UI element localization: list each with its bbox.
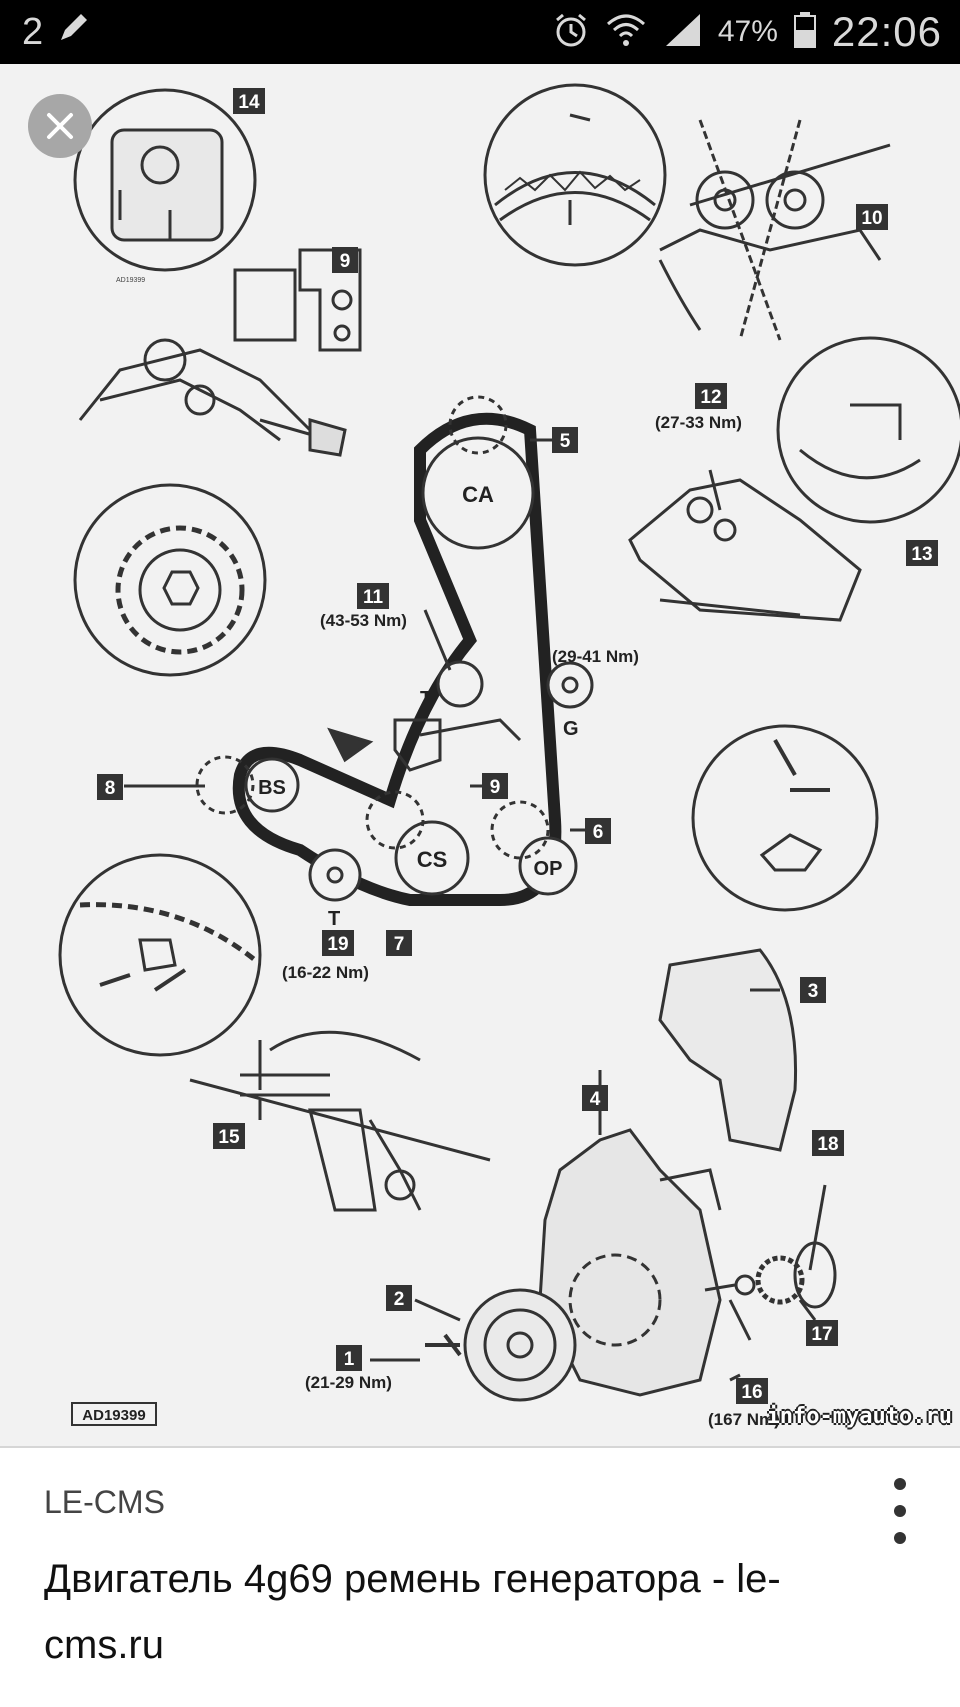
- svg-text:12: 12: [700, 387, 721, 408]
- notification-count: 2: [22, 10, 44, 53]
- sprocket-17: [755, 1255, 805, 1305]
- svg-text:13: 13: [911, 544, 932, 565]
- svg-text:10: 10: [861, 208, 882, 229]
- svg-text:5: 5: [560, 431, 571, 452]
- watermark: info-myauto.ru: [766, 1404, 952, 1429]
- tensioner-pulley-19: [308, 848, 362, 902]
- detail-circle-8: [73, 483, 267, 677]
- image-viewer[interactable]: CA BS CS OP T G T 1 2 3 4 5 6 7 8 9 9 10…: [0, 64, 960, 1446]
- torque-guide: (29-41 Nm): [552, 647, 639, 666]
- callout-13: 13: [906, 540, 938, 566]
- status-bar: 2 47% 22:06: [0, 0, 960, 64]
- divider: [0, 1446, 960, 1448]
- more-options-icon: [894, 1478, 906, 1490]
- detail-circle-19: [58, 853, 262, 1057]
- callout-10: 10: [856, 204, 888, 230]
- callout-4: 4: [582, 1085, 608, 1111]
- guide-pulley: [546, 661, 594, 709]
- svg-text:9: 9: [340, 251, 351, 272]
- svg-text:4: 4: [590, 1089, 601, 1110]
- torque-11: (43-53 Nm): [320, 611, 407, 630]
- tensioner-2-label: T: [328, 908, 340, 930]
- callout-17: 17: [806, 1320, 838, 1346]
- close-icon: [47, 113, 73, 139]
- more-options-button[interactable]: [880, 1478, 920, 1544]
- battery-percent: 47%: [717, 15, 778, 48]
- battery-icon: [793, 11, 816, 53]
- callout-18: 18: [812, 1130, 844, 1156]
- svg-text:2: 2: [394, 1289, 405, 1310]
- callout-8: 8: [97, 774, 123, 800]
- detail-circle-6: [691, 724, 879, 912]
- svg-text:17: 17: [811, 1324, 832, 1345]
- crankshaft-label: CS: [417, 847, 448, 872]
- svg-text:14: 14: [238, 92, 260, 113]
- detail-circle-14: [73, 88, 257, 272]
- svg-text:16: 16: [741, 1382, 762, 1403]
- rotation-arrow: [327, 727, 374, 763]
- callout-11: 11: [357, 583, 389, 609]
- detail-circle-5: [483, 83, 667, 267]
- pencil-icon: [57, 10, 91, 54]
- oil-pump-sprocket: [518, 836, 578, 896]
- callout-14: 14: [233, 88, 265, 114]
- reference-code: AD19399: [71, 1402, 157, 1426]
- callout-15: 15: [213, 1123, 245, 1149]
- callout-5: 5: [552, 427, 578, 453]
- callout-16: 16: [736, 1378, 768, 1404]
- timing-cover-3: [658, 948, 798, 1152]
- camshaft-label: CA: [462, 482, 494, 507]
- svg-text:19: 19: [327, 934, 348, 955]
- image-caption: LE-CMS Двигатель 4g69 ремень генератора …: [0, 1448, 960, 1707]
- callout-12: 12: [695, 383, 727, 409]
- tensioner-label: T: [420, 688, 432, 710]
- detail-circle-13: [776, 336, 960, 524]
- svg-text:9: 9: [490, 777, 501, 798]
- source-name[interactable]: LE-CMS: [44, 1484, 165, 1520]
- torque-1: (21-29 Nm): [305, 1373, 392, 1392]
- callout-19: 19: [322, 930, 354, 956]
- callout-7: 7: [386, 930, 412, 956]
- bolt-1: [425, 1333, 462, 1357]
- svg-text:18: 18: [817, 1134, 838, 1155]
- guide-label: G: [563, 718, 579, 740]
- signal-icon: [662, 12, 702, 53]
- clock: 22:06: [831, 8, 942, 55]
- wifi-icon: [606, 12, 646, 53]
- svg-text:AD19399: AD19399: [82, 1407, 145, 1424]
- callout-1: 1: [336, 1345, 362, 1371]
- svg-text:1: 1: [344, 1349, 355, 1370]
- timing-belt: [232, 412, 562, 906]
- back-plate-4: [538, 1128, 722, 1397]
- svg-text:3: 3: [808, 981, 819, 1002]
- balance-shaft-sprocket: [244, 757, 300, 813]
- close-button[interactable]: [28, 94, 92, 158]
- svg-text:6: 6: [593, 822, 604, 843]
- oil-pump-label: OP: [534, 858, 563, 880]
- callout-9-upper: 9: [332, 247, 358, 273]
- svg-text:7: 7: [394, 934, 405, 955]
- tensioner-pulley-11: [436, 660, 484, 708]
- callout-2: 2: [386, 1285, 412, 1311]
- callout-6: 6: [585, 818, 611, 844]
- torque-16: (167 Nm): [708, 1410, 780, 1429]
- torque-12: (27-33 Nm): [655, 413, 742, 432]
- timing-belt-diagram: CA BS CS OP T G T 1 2 3 4 5 6 7 8 9 9 10…: [58, 83, 960, 1429]
- callout-3: 3: [800, 977, 826, 1003]
- small-ref-code: AD19399: [116, 277, 145, 284]
- camshaft-sprocket: [421, 436, 535, 550]
- callout-9-lower: 9: [482, 773, 508, 799]
- svg-text:8: 8: [105, 778, 116, 799]
- crank-pulley-2: [463, 1288, 577, 1402]
- alarm-icon: [552, 11, 590, 54]
- torque-19: (16-22 Nm): [282, 963, 369, 982]
- balance-shaft-label: BS: [258, 777, 286, 799]
- image-title[interactable]: Двигатель 4g69 ремень генератора - le-cm…: [44, 1557, 781, 1667]
- svg-text:11: 11: [363, 587, 384, 608]
- svg-text:15: 15: [218, 1127, 240, 1148]
